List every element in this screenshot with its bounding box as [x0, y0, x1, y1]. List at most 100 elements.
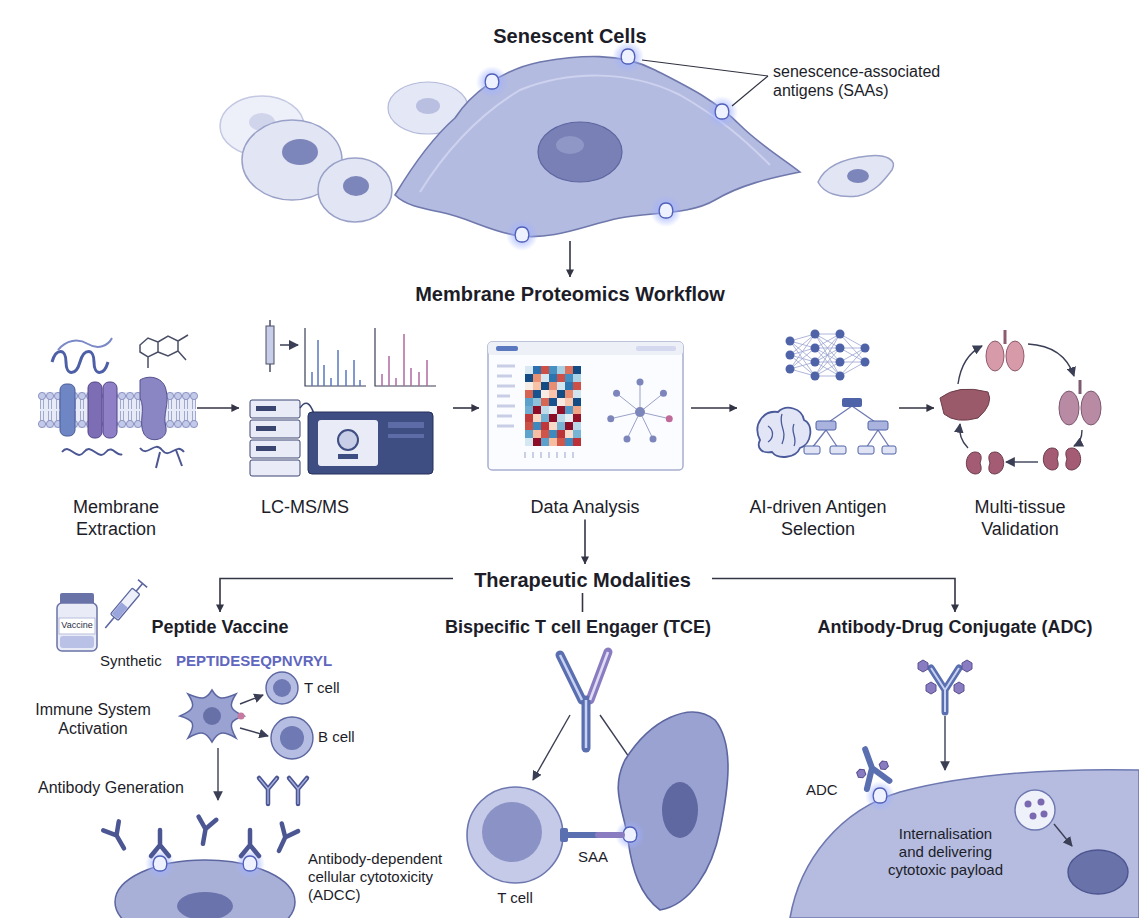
- kidney: [966, 452, 981, 474]
- kidney: [1043, 448, 1058, 470]
- heatmap: [549, 422, 557, 430]
- lungs: [986, 341, 1004, 371]
- t-cell: [467, 787, 563, 883]
- lipid-bilayer: [185, 399, 188, 421]
- decision-tree: [830, 446, 846, 454]
- kidney: [989, 452, 1004, 474]
- t-cell: [482, 802, 542, 862]
- cycle-arrow: [960, 424, 968, 448]
- lc-column: [280, 344, 298, 346]
- heatmap: [541, 430, 549, 438]
- label-box: PEPTIDESEQPNVRYL: [176, 652, 386, 670]
- lipid-bilayer: [41, 399, 44, 421]
- engager-bridge: [568, 832, 598, 838]
- kidney: [1066, 448, 1081, 470]
- lymphocyte: [273, 679, 291, 697]
- dendritic-cell: [238, 713, 245, 720]
- mass-spectrometer: [338, 430, 358, 450]
- antibody: [259, 778, 277, 804]
- mass-spectrometer: [388, 422, 424, 428]
- heatmap: [573, 414, 581, 422]
- target-cell: [145, 849, 175, 879]
- normal-cell: [343, 176, 369, 196]
- senescent-cell: [615, 712, 728, 910]
- flow-arrow: [899, 407, 934, 409]
- mass-spectrum: [305, 328, 436, 386]
- heatmap: [525, 422, 533, 430]
- target-cell: [790, 770, 1139, 918]
- liver: [940, 389, 990, 420]
- activation-arrow: [240, 728, 268, 736]
- peptide-chain: [62, 449, 122, 455]
- target-cell: [153, 856, 167, 871]
- target-cell: [177, 892, 233, 918]
- endosome: [1025, 801, 1032, 808]
- target-cell: [235, 849, 265, 879]
- workflow-step: LC-MS/MS: [240, 322, 452, 519]
- vaccine-vial: [57, 603, 97, 651]
- neural-network: [836, 358, 845, 367]
- heatmap: [525, 374, 533, 382]
- heatmap: [541, 406, 549, 414]
- decision-tree: [868, 421, 888, 430]
- heatmap: [557, 422, 565, 430]
- target-cell: [873, 788, 887, 803]
- heatmap: [541, 414, 549, 422]
- mass-spectrometer: [318, 420, 378, 466]
- senescent-cell: [618, 712, 728, 910]
- heatmap: [557, 406, 565, 414]
- antibody: [259, 778, 277, 804]
- network-graph: [607, 415, 614, 422]
- adc-antibody: [918, 660, 928, 672]
- bound-adc: [850, 744, 893, 791]
- heatmap: [541, 366, 549, 374]
- senescence-antigen: [650, 195, 682, 227]
- t-cell: [467, 787, 568, 883]
- senescent-cell: [420, 76, 770, 192]
- protein-helix: [52, 338, 112, 373]
- antibody: [194, 817, 216, 846]
- lipid-bilayer: [126, 420, 133, 427]
- neural-network: [836, 372, 845, 381]
- vaccine-vial: [57, 593, 97, 651]
- heatmap: [565, 414, 573, 422]
- nucleus: [1068, 850, 1128, 894]
- lipid-bilayer: [49, 399, 52, 421]
- senescence-antigen: [476, 66, 508, 98]
- label-box: senescence-associated antigens (SAAs): [773, 62, 993, 100]
- antibody: [271, 824, 298, 855]
- antibody: [103, 821, 132, 853]
- small-molecule: [140, 335, 188, 368]
- senescent-cell: [538, 122, 622, 182]
- senescence-antigen: [485, 74, 499, 89]
- heatmap: [565, 406, 573, 414]
- target-cell: [243, 856, 257, 871]
- hplc-stack: [256, 406, 276, 411]
- bound-adc: [856, 768, 867, 779]
- heatmap: [565, 438, 573, 446]
- heatmap: [573, 422, 581, 430]
- senescent-cell: [662, 782, 698, 838]
- heatmap: [565, 382, 573, 390]
- adc-antibody: [954, 682, 964, 694]
- adc-antibody: [962, 660, 972, 672]
- liver: [940, 389, 990, 420]
- heatmap: [533, 366, 541, 374]
- heatmap: [549, 382, 557, 390]
- antibody: [103, 821, 132, 853]
- heading-text: Senescent Cells: [220, 24, 920, 48]
- network-graph: [613, 390, 620, 397]
- software-window: [496, 346, 518, 351]
- antibody: [259, 778, 277, 804]
- bispecific-antibody: [590, 652, 608, 700]
- step-label: Data Analysis: [480, 497, 690, 519]
- callout-label: senescence-associated antigens (SAAs): [773, 62, 993, 100]
- senescence-antigen: [650, 195, 682, 227]
- antibody: [289, 778, 307, 804]
- bound-adc: [854, 745, 890, 789]
- lipid-bilayer: [81, 399, 84, 421]
- senescence-antigen: [706, 96, 738, 128]
- label-box: Antibody-dependent cellular cytotoxicity…: [308, 850, 468, 904]
- decision-tree: [858, 446, 874, 454]
